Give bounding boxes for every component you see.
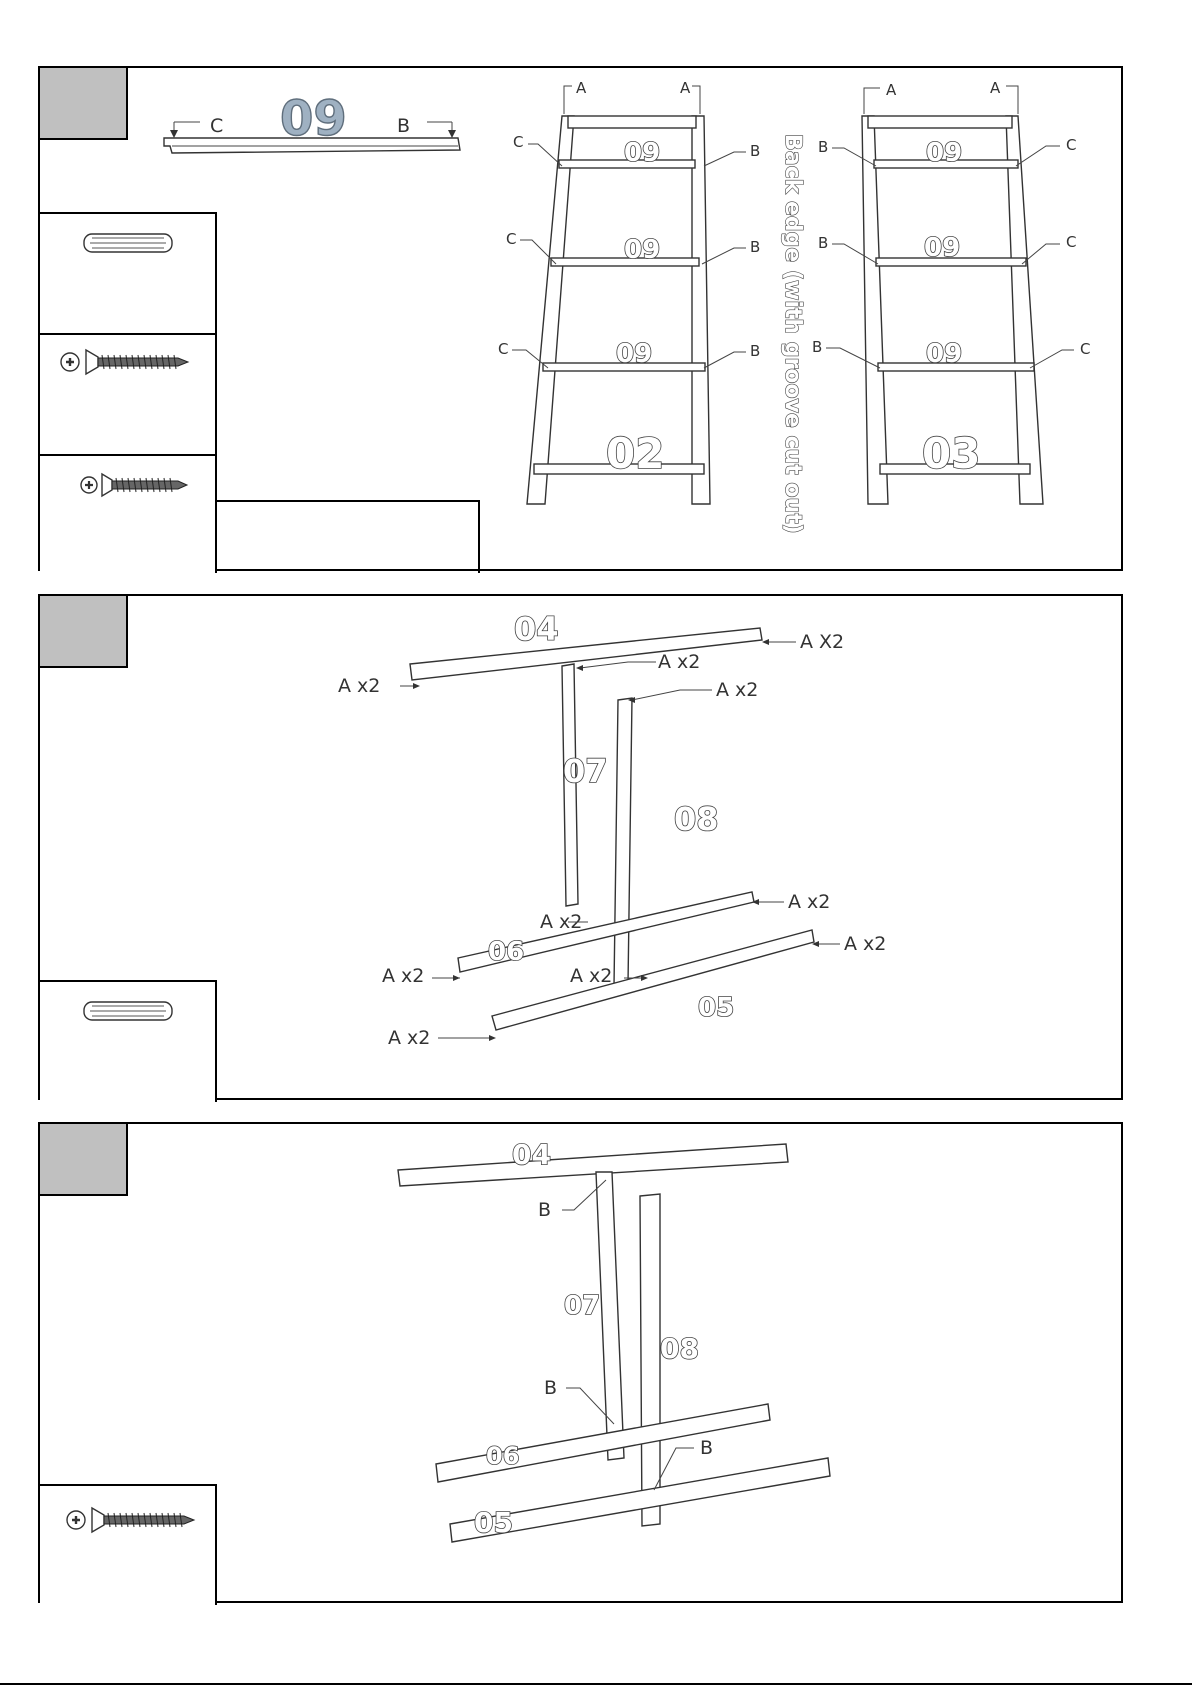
callout-post8-bottom: A x2: [570, 965, 612, 987]
post-08-label: 08: [674, 800, 719, 838]
post-07-label: 07: [564, 1291, 600, 1321]
post-08: [640, 1194, 660, 1526]
step-panel-2: 04 07 08 06 05 A X2 A x2 A x2 A x2 A x2 …: [38, 594, 1123, 1100]
frame-explode-drawing: 04 07 08 06 05 A X2 A x2 A x2 A x2 A x2 …: [40, 596, 1125, 1102]
callout-rail6-left: A x2: [382, 965, 424, 987]
back-edge-note: Back edge (with groove cut out): [780, 134, 805, 534]
rail-05-label: 05: [698, 993, 734, 1023]
callout-rail5-left: A x2: [388, 1027, 430, 1049]
back-edge-note-drawing: Back edge (with groove cut out): [40, 68, 1125, 573]
callout-b-middle: B: [544, 1377, 557, 1399]
rail-04-label: 04: [512, 1138, 551, 1171]
rail-06-label: 06: [486, 1442, 519, 1470]
post-08: [614, 698, 632, 986]
rail-06-label: 06: [488, 937, 524, 967]
callout-post7-top: A x2: [658, 651, 700, 673]
rail-05-label: 05: [474, 1506, 513, 1539]
callout-top-right: A X2: [800, 631, 844, 653]
rail-04: [398, 1144, 788, 1186]
callout-b-top: B: [538, 1199, 551, 1221]
frame-assembly-drawing: 04 07 08 06 05 B B B: [40, 1124, 1125, 1605]
callout-top-left: A x2: [338, 675, 380, 697]
callout-post8-top: A x2: [716, 679, 758, 701]
post-07-label: 07: [563, 752, 608, 790]
post-07: [596, 1172, 624, 1460]
callout-rail5-right: A x2: [844, 933, 886, 955]
post-08-label: 08: [660, 1332, 699, 1365]
rail-04: [410, 628, 762, 680]
rail-04-label: 04: [514, 610, 559, 648]
step-panel-1: 09 C B A A 09 09 09 02 C C C B B B: [38, 66, 1123, 571]
callout-rail6-right: A x2: [788, 891, 830, 913]
step-panel-3: 04 07 08 06 05 B B B: [38, 1122, 1123, 1603]
callout-b-bottom: B: [700, 1437, 713, 1459]
